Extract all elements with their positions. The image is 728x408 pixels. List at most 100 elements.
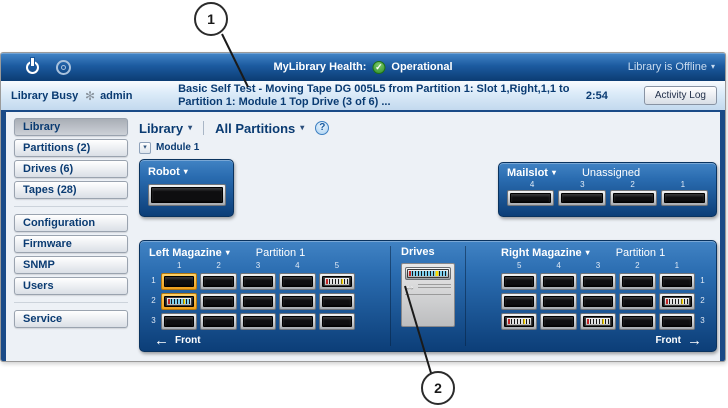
right-magazine-dropdown[interactable]: Right Magazine ▾ bbox=[501, 247, 590, 259]
status-message-line1: Basic Self Test - Moving Tape DG 005L5 f… bbox=[178, 82, 570, 95]
mailslot-slot-4[interactable] bbox=[507, 190, 555, 206]
right-magazine-slot-row3-col5[interactable] bbox=[501, 313, 538, 330]
arrow-right-icon: → bbox=[687, 331, 702, 349]
right-magazine-column-label-1: 1 bbox=[674, 261, 680, 270]
sidebar-item-tapes[interactable]: Tapes (28) bbox=[14, 181, 128, 199]
library-view-dropdown[interactable]: Library ▾ bbox=[139, 121, 192, 136]
left-magazine-slot-row2-col3[interactable] bbox=[239, 293, 277, 310]
left-magazine-slot-row3-col3[interactable] bbox=[239, 313, 277, 330]
left-magazine-column-label-3: 3 bbox=[255, 261, 261, 270]
drive-bay-2[interactable] bbox=[405, 295, 451, 321]
robot-slot[interactable] bbox=[148, 184, 226, 206]
right-magazine-slot-row2-col4[interactable] bbox=[540, 293, 577, 310]
left-magazine-slot-row3-col5[interactable] bbox=[318, 313, 355, 330]
sidebar-item-partitions[interactable]: Partitions (2) bbox=[14, 139, 128, 157]
right-magazine-slot-row2-col5[interactable] bbox=[501, 293, 538, 310]
status-bar: Library Busy ✻ admin Basic Self Test - M… bbox=[1, 81, 725, 112]
right-magazine-slot-row1-col3[interactable] bbox=[579, 273, 617, 290]
help-icon[interactable]: ? bbox=[315, 121, 330, 135]
power-icon[interactable] bbox=[26, 57, 39, 74]
left-magazine-slot-row1-col4[interactable] bbox=[279, 273, 316, 290]
slot-bay bbox=[561, 193, 603, 203]
robot-dropdown[interactable]: Robot ▾ bbox=[148, 166, 225, 178]
right-magazine-slot-row3-col2[interactable] bbox=[619, 313, 656, 330]
library-offline-dropdown[interactable]: Library is Offline ▾ bbox=[628, 61, 715, 73]
slot-bay bbox=[622, 296, 653, 307]
left-magazine-column-label-5: 5 bbox=[334, 261, 340, 270]
left-magazine-label: Left Magazine bbox=[149, 247, 222, 259]
mailslot-slot-1[interactable] bbox=[660, 190, 708, 206]
arrow-both-icon: ↔ bbox=[405, 281, 415, 292]
slot-bay bbox=[510, 193, 552, 203]
activity-log-button[interactable]: Activity Log bbox=[643, 86, 717, 105]
right-magazine-slot-row3-col1[interactable] bbox=[658, 313, 695, 330]
chevron-down-icon: ▾ bbox=[300, 123, 305, 132]
slot-bay bbox=[582, 276, 614, 287]
left-magazine-slot-row1-col3[interactable] bbox=[239, 273, 277, 290]
sidebar-item-library[interactable]: Library bbox=[14, 118, 128, 136]
sidebar-item-snmp[interactable]: SNMP bbox=[14, 256, 128, 274]
sidebar-item-users[interactable]: Users bbox=[14, 277, 128, 295]
left-magazine-slot-row1-col1[interactable] bbox=[161, 273, 198, 290]
view-selector-bar: Library ▾ All Partitions ▾ ? bbox=[139, 118, 717, 138]
elapsed-time: 2:54 bbox=[585, 89, 608, 102]
logged-in-user: admin bbox=[100, 89, 133, 102]
sidebar-item-drives[interactable]: Drives (6) bbox=[14, 160, 128, 178]
left-magazine-slot-row3-col4[interactable] bbox=[279, 313, 316, 330]
robot-box: Robot ▾ bbox=[139, 159, 234, 217]
left-magazine-slot-row2-col1[interactable] bbox=[161, 293, 198, 310]
right-magazine-slot-row1-col2[interactable] bbox=[619, 273, 656, 290]
mailslot-slot-3[interactable] bbox=[558, 190, 606, 206]
sidebar-item-configuration[interactable]: Configuration bbox=[14, 214, 128, 232]
robot-mailslot-row: Robot ▾ Mailslot ▾ U bbox=[139, 159, 717, 217]
slot-bay bbox=[321, 296, 352, 307]
beacon-icon[interactable] bbox=[56, 59, 71, 75]
drive-tape-holder bbox=[405, 267, 451, 280]
mailslot-dropdown[interactable]: Mailslot ▾ bbox=[507, 167, 556, 179]
slot-bay bbox=[504, 316, 535, 327]
main-panel: Library ▾ All Partitions ▾ ? ▾ Module 1 bbox=[132, 112, 720, 361]
right-magazine-slot-row2-col1[interactable] bbox=[658, 293, 695, 310]
slot-bay bbox=[203, 276, 234, 287]
tape-barcode-label bbox=[665, 299, 688, 304]
left-magazine-slot-row1-col2[interactable] bbox=[200, 273, 237, 290]
left-magazine-slot-row3-col2[interactable] bbox=[200, 313, 237, 330]
mailslot-number-3: 3 bbox=[580, 180, 585, 189]
right-magazine-slot-row3-col4[interactable] bbox=[540, 313, 577, 330]
right-magazine-slot-row1-col1[interactable] bbox=[658, 273, 695, 290]
drive-bay-1[interactable]: ↔ bbox=[405, 267, 451, 295]
tape-barcode-label bbox=[508, 319, 531, 324]
left-magazine-slot-row1-col5[interactable] bbox=[318, 273, 355, 290]
partition-view-dropdown[interactable]: All Partitions ▾ bbox=[215, 121, 304, 136]
library-state-text: Library Busy bbox=[11, 89, 79, 102]
right-magazine-row-label-2: 2 bbox=[700, 296, 705, 305]
right-magazine-slot-row1-col4[interactable] bbox=[540, 273, 577, 290]
slot-bay bbox=[321, 316, 352, 327]
right-magazine-slot-row1-col5[interactable] bbox=[501, 273, 538, 290]
sidebar-item-firmware[interactable]: Firmware bbox=[14, 235, 128, 253]
slot-bay bbox=[282, 276, 313, 287]
slot-bay bbox=[242, 276, 274, 287]
sidebar-item-service[interactable]: Service bbox=[14, 310, 128, 328]
module-collapse-toggle[interactable]: ▾ bbox=[139, 141, 151, 154]
left-magazine-slot-row2-col4[interactable] bbox=[279, 293, 316, 310]
left-magazine-slot-row2-col5[interactable] bbox=[318, 293, 355, 310]
right-magazine-slot-row2-col3[interactable] bbox=[579, 293, 617, 310]
mailslot-slot-2[interactable] bbox=[609, 190, 657, 206]
right-magazine-slot-row2-col2[interactable] bbox=[619, 293, 656, 310]
slot-bay bbox=[321, 276, 352, 287]
left-magazine-slot-row3-col1[interactable] bbox=[161, 313, 198, 330]
left-magazine-slot-row2-col2[interactable] bbox=[200, 293, 237, 310]
front-label-right: Front bbox=[655, 335, 681, 346]
right-magazine-row-label-3: 3 bbox=[700, 316, 705, 325]
callout-2-circle bbox=[421, 371, 455, 405]
slot-bay bbox=[622, 276, 653, 287]
right-magazine-slot-row3-col3[interactable] bbox=[579, 313, 617, 330]
mailslot-header: Mailslot ▾ Unassigned bbox=[507, 167, 708, 179]
left-magazine-dropdown[interactable]: Left Magazine ▾ bbox=[149, 247, 230, 259]
front-indicator-right: Front → bbox=[655, 331, 702, 349]
chevron-down-icon: ▾ bbox=[183, 167, 188, 176]
